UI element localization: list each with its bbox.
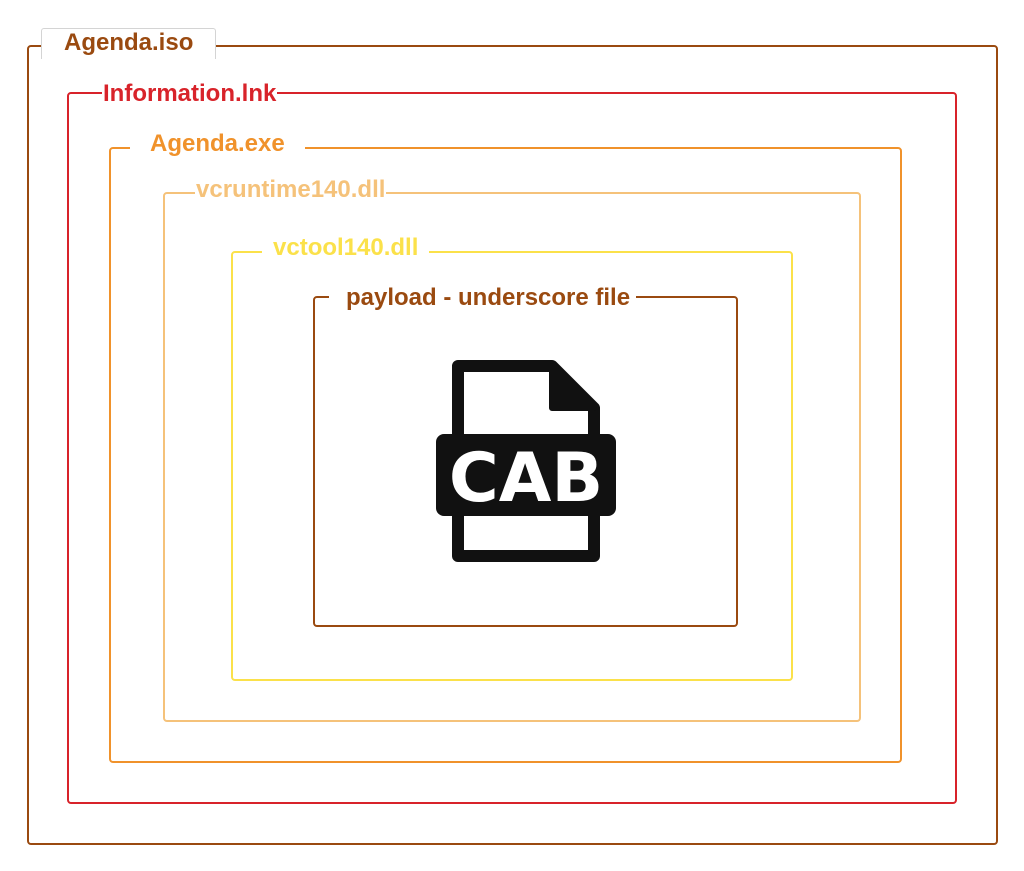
cab-icon-text: CAB (449, 439, 603, 518)
layer-agenda-iso-box (27, 45, 998, 845)
layer-payload-label: payload - underscore file (329, 284, 637, 312)
layer-information-lnk-box (67, 92, 957, 804)
layer-information-lnk-label: Information.lnk (102, 80, 278, 108)
layer-agenda-iso-label: Agenda.iso (41, 28, 217, 59)
cab-file-icon: CAB (434, 358, 618, 566)
layer-vcruntime140-dll-box (163, 192, 861, 722)
layer-vcruntime140-dll-label: vcruntime140.dll (195, 176, 387, 204)
layer-vctool140-dll-box (231, 251, 793, 681)
layer-vctool140-dll-label: vctool140.dll (262, 234, 430, 262)
layer-agenda-exe-label: Agenda.exe (130, 130, 305, 158)
layer-agenda-exe-box (109, 147, 902, 763)
